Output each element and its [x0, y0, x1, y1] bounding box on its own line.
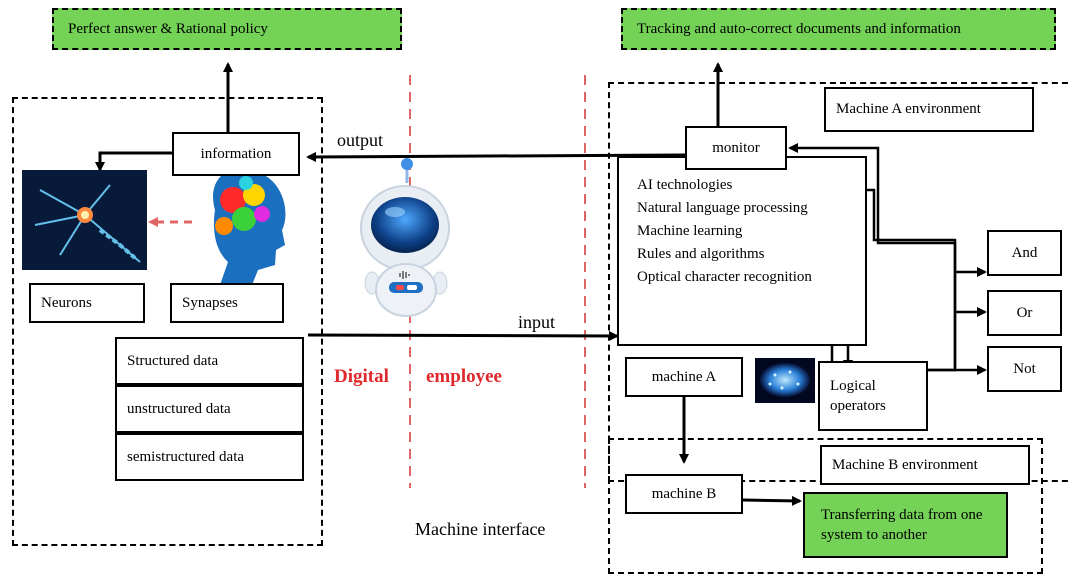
neurons-box: Neurons — [29, 283, 145, 323]
structured-data-box: Structured data — [115, 337, 304, 385]
logical-operators-box: Logical operators — [818, 361, 928, 431]
arrow-feedback-to-monitor — [788, 143, 957, 372]
tech-item: Optical character recognition — [637, 269, 812, 285]
transfer-data-box: Transferring data from one system to ano… — [803, 492, 1008, 558]
result-perfect-answer: Perfect answer & Rational policy — [52, 8, 402, 50]
input-label: input — [518, 312, 556, 332]
gate-not-box: Not — [987, 346, 1062, 392]
arrow-machineB-to-transfer — [742, 495, 802, 506]
output-label: output — [337, 130, 384, 150]
digital-label: Digital — [334, 366, 389, 387]
tech-item: Machine learning — [637, 223, 743, 239]
machine-a-box: machine A — [625, 357, 743, 397]
neuron-image — [22, 170, 147, 270]
gate-and-box: And — [987, 230, 1062, 276]
synapses-box: Synapses — [170, 283, 284, 323]
arrow-output — [306, 151, 686, 162]
technologies-box: AI technologies Natural language process… — [617, 156, 867, 346]
network-brain-image — [755, 358, 815, 403]
tech-item: Natural language processing — [637, 200, 808, 216]
machine-b-environment-box: Machine B environment — [820, 445, 1030, 485]
machine-a-environment-box: Machine A environment — [824, 87, 1034, 132]
machine-b-region — [608, 438, 1043, 574]
tech-item: Rules and algorithms — [637, 246, 765, 262]
information-box: information — [172, 132, 300, 176]
unstructured-data-box: unstructured data — [115, 385, 304, 433]
employee-label: employee — [426, 366, 502, 387]
monitor-box: monitor — [685, 126, 787, 170]
tech-item: AI technologies — [637, 177, 733, 193]
result-tracking: Tracking and auto-correct documents and … — [621, 8, 1056, 50]
machine-interface-label: Machine interface — [415, 519, 546, 539]
robot-image — [360, 158, 450, 317]
machine-b-box: machine B — [625, 474, 743, 514]
left-region — [12, 97, 323, 546]
gate-or-box: Or — [987, 290, 1062, 336]
brain-head-image — [213, 167, 286, 285]
semistructured-data-box: semistructured data — [115, 433, 304, 481]
technologies-list: AI technologies Natural language process… — [637, 174, 812, 289]
arrow-input — [307, 330, 619, 341]
arrow-info-to-neurons — [95, 151, 172, 172]
